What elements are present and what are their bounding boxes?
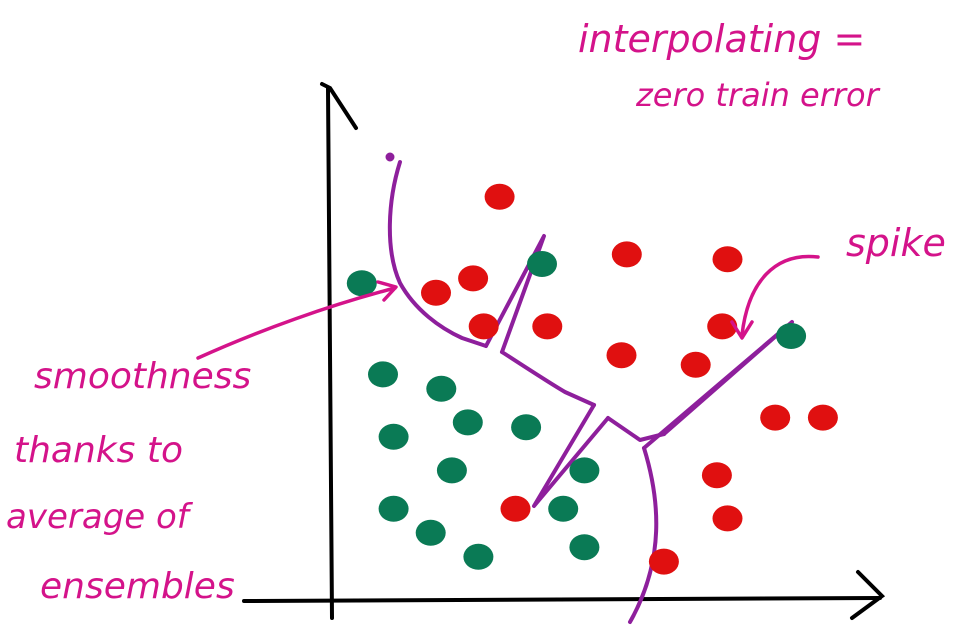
green-data-point <box>511 414 542 441</box>
smoothness-note-line3: average of <box>6 497 194 537</box>
x-axis <box>242 596 882 603</box>
red-data-point <box>701 462 732 489</box>
boundary-start-dot <box>385 152 395 162</box>
boundary-lower-tail <box>628 446 659 624</box>
green-data-point <box>426 375 457 402</box>
interpolating-note-line1: interpolating = <box>578 17 865 61</box>
spike-arrowhead <box>730 320 754 340</box>
red-data-point <box>500 495 531 522</box>
scatter-points <box>346 183 838 575</box>
red-data-point <box>468 313 499 340</box>
green-data-point <box>368 361 398 388</box>
boundary-smooth-segment <box>387 160 488 348</box>
spike-arrow <box>740 254 820 337</box>
annotation-text: interpolating = zero train error spike s… <box>6 17 946 607</box>
green-data-point <box>415 519 446 546</box>
boundary-middle <box>500 350 596 407</box>
green-data-point <box>463 543 494 570</box>
green-data-point <box>527 251 557 277</box>
green-data-point <box>436 457 467 484</box>
red-data-point <box>458 265 489 292</box>
green-data-point <box>776 323 807 349</box>
red-data-point <box>712 246 743 273</box>
red-data-point <box>712 505 743 532</box>
smoothness-note-line4: ensembles <box>40 566 235 607</box>
interpolating-note-line2: zero train error <box>635 76 881 114</box>
green-data-point <box>569 534 600 561</box>
axes <box>242 82 886 620</box>
red-data-point <box>532 313 563 340</box>
red-data-point <box>807 404 838 431</box>
decision-boundary <box>385 152 794 624</box>
red-data-point <box>421 279 451 306</box>
spike-label: spike <box>846 221 946 265</box>
red-data-point <box>680 351 711 378</box>
y-axis <box>326 86 334 620</box>
green-data-point <box>569 457 600 484</box>
red-data-point <box>611 241 642 268</box>
green-data-point <box>346 270 377 297</box>
red-data-point <box>606 342 637 369</box>
red-data-point <box>707 313 738 340</box>
y-axis-arrow <box>320 82 358 130</box>
red-data-point <box>760 404 791 431</box>
red-data-point <box>484 183 515 210</box>
red-data-point <box>648 548 679 575</box>
boundary-right-spike <box>642 320 794 450</box>
x-axis-arrow <box>850 570 886 620</box>
green-data-point <box>378 495 409 522</box>
smoothness-note-line2: thanks to <box>14 430 183 471</box>
smoothness-arrow <box>196 286 397 360</box>
smoothness-arrowhead <box>376 280 398 302</box>
smoothness-note-line1: smoothness <box>34 356 251 397</box>
boundary-upper-spike <box>484 234 546 354</box>
green-data-point <box>452 409 483 436</box>
annotation-arrows <box>196 254 820 360</box>
green-data-point <box>548 495 579 522</box>
boundary-lower-spike <box>532 403 610 508</box>
green-data-point <box>378 423 409 450</box>
